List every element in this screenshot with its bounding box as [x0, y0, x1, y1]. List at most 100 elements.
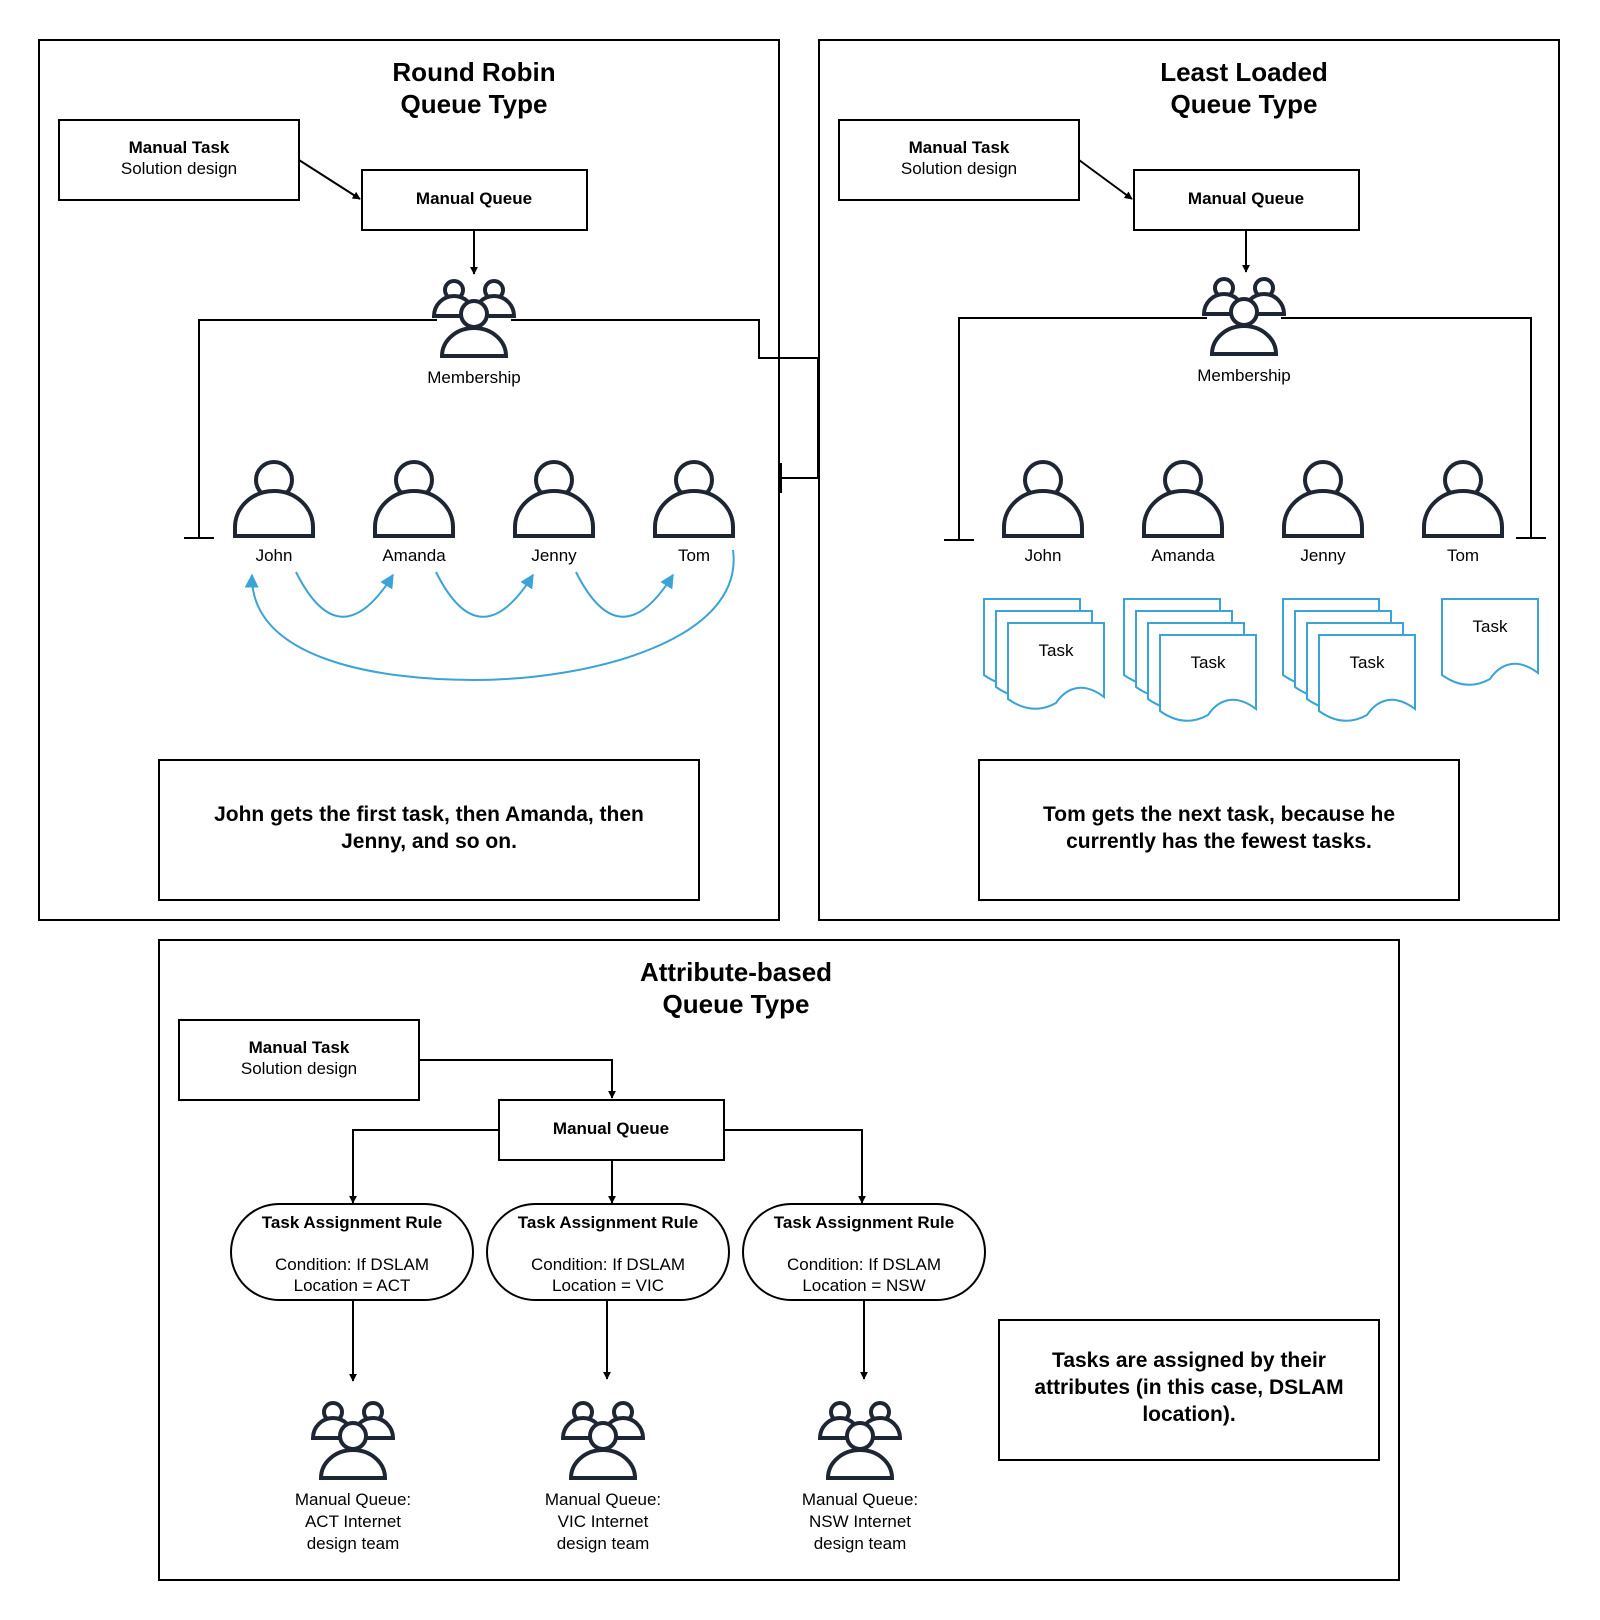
rr-member-amanda: Amanda [382, 546, 446, 565]
ll-manual-task-box [838, 119, 1080, 201]
ll-membership-group-icon [1201, 277, 1287, 356]
rr-task-to-queue-arrow [298, 159, 361, 200]
ab-act-queue-line2: ACT Internet [305, 1512, 401, 1531]
task-doc-jenny-4 [1318, 634, 1416, 722]
ab-manual-queue-label: Manual Queue [553, 1119, 669, 1138]
task-label-tom: Task [1473, 617, 1508, 636]
ab-manual-queue-box [498, 1099, 725, 1161]
task-doc-tom-1 [1441, 598, 1539, 686]
rr-membership-group-icon [431, 279, 517, 358]
ab-note-line1: Tasks are assigned by their [1052, 1349, 1326, 1372]
ab-nsw-team-icon [817, 1401, 903, 1480]
ll-membership-bracket-right [1281, 317, 1532, 538]
ab-rule-vic-title: Task Assignment Rule [518, 1213, 698, 1232]
ll-manual-queue-label: Manual Queue [1188, 189, 1304, 208]
ll-member-amanda: Amanda [1151, 546, 1215, 565]
ab-rule-vic-line2: Location = VIC [552, 1276, 664, 1295]
rr-member-tom-icon [653, 460, 735, 538]
rr-membership-bracket-right [511, 319, 819, 479]
ab-vic-team-icon [560, 1401, 646, 1480]
ll-member-jenny-icon [1282, 460, 1364, 538]
ab-rule-nsw-line2: Location = NSW [802, 1276, 925, 1295]
task-label-amanda: Task [1191, 653, 1226, 672]
ab-manual-task-box [178, 1019, 420, 1101]
rr-membership-bracket-left [198, 319, 437, 538]
rr-arrow-tom-to-john [244, 549, 735, 682]
least-loaded-frame [818, 39, 1560, 921]
rr-note-line2: Jenny, and so on. [341, 830, 517, 853]
ab-rule-act-line1: Condition: If DSLAM [275, 1255, 429, 1274]
ab-rule-nsw-line1: Condition: If DSLAM [787, 1255, 941, 1274]
ab-act-team-icon [310, 1401, 396, 1480]
rr-note-box [158, 759, 700, 901]
ab-task-to-queue-arrow [419, 1059, 616, 1099]
ll-manual-task-sub: Solution design [901, 159, 1017, 178]
ll-note-line1: Tom gets the next task, because he [1043, 803, 1395, 826]
ab-queue-to-nsw-arrow [724, 1129, 866, 1204]
ab-manual-task-sub: Solution design [241, 1059, 357, 1078]
rr-arrow-amanda-to-jenny [435, 571, 534, 618]
ab-nsw-queue-line2: NSW Internet [809, 1512, 911, 1531]
attribute-based-title-line1: Attribute-based [640, 957, 832, 987]
attribute-based-frame [158, 939, 1400, 1581]
rr-arrow-jenny-to-tom [575, 571, 674, 618]
ab-note-line2: attributes (in this case, DSLAM [1034, 1376, 1343, 1399]
rr-manual-task-box [58, 119, 300, 201]
rr-manual-task-title: Manual Task [129, 138, 230, 157]
ab-queue-to-act-arrow [349, 1129, 499, 1204]
ll-membership-label: Membership [1197, 366, 1291, 385]
ll-membership-bracket-left [958, 317, 1207, 540]
ab-nsw-queue-line3: design team [814, 1534, 907, 1553]
ab-act-queue-line1: Manual Queue: [295, 1490, 411, 1509]
attribute-based-title-line2: Queue Type [663, 989, 810, 1019]
attribute-based-panel: Attribute-based Queue Type Manual Task S… [158, 939, 1400, 1581]
ab-manual-task-title: Manual Task [249, 1038, 350, 1057]
ll-member-john: John [1025, 546, 1062, 565]
rr-member-jenny-icon [513, 460, 595, 538]
ll-member-john-icon [1002, 460, 1084, 538]
round-robin-title-line2: Queue Type [401, 89, 548, 119]
task-label-jenny: Task [1350, 653, 1385, 672]
rr-membership-label: Membership [427, 368, 521, 387]
ab-nsw-queue-line1: Manual Queue: [802, 1490, 918, 1509]
task-label-john: Task [1039, 641, 1074, 660]
rr-member-tom: Tom [678, 546, 710, 565]
ll-member-jenny: Jenny [1300, 546, 1346, 565]
ll-member-tom-icon [1422, 460, 1504, 538]
least-loaded-title-line1: Least Loaded [1160, 57, 1328, 87]
ab-vic-queue-line1: Manual Queue: [545, 1490, 661, 1509]
rr-member-amanda-icon [373, 460, 455, 538]
task-doc-amanda-4 [1159, 634, 1257, 722]
ll-member-amanda-icon [1142, 460, 1224, 538]
least-loaded-title-line2: Queue Type [1171, 89, 1318, 119]
ab-rule-nsw-title: Task Assignment Rule [774, 1213, 954, 1232]
round-robin-frame [38, 39, 780, 921]
ab-rule-act-title: Task Assignment Rule [262, 1213, 442, 1232]
ab-note-line3: location). [1142, 1403, 1235, 1426]
rr-manual-queue-box [361, 169, 588, 231]
ll-task-to-queue-arrow [1078, 159, 1133, 200]
rr-manual-queue-label: Manual Queue [416, 189, 532, 208]
ll-note-line2: currently has the fewest tasks. [1066, 830, 1372, 853]
ab-vic-queue-line2: VIC Internet [558, 1512, 649, 1531]
ll-note-box [978, 759, 1460, 901]
round-robin-panel: Round Robin Queue Type Manual Task Solut… [38, 39, 819, 921]
ll-manual-task-title: Manual Task [909, 138, 1010, 157]
ab-note-box [998, 1319, 1380, 1461]
ab-rule-vic-line1: Condition: If DSLAM [531, 1255, 685, 1274]
ll-manual-queue-box [1133, 169, 1360, 231]
task-doc-john-3 [1007, 622, 1105, 710]
ab-act-queue-line3: design team [307, 1534, 400, 1553]
ll-member-tom: Tom [1447, 546, 1479, 565]
rr-member-john-icon [233, 460, 315, 538]
rr-member-jenny: Jenny [531, 546, 577, 565]
rr-note-line1: John gets the first task, then Amanda, t… [214, 803, 644, 826]
ab-vic-queue-line3: design team [557, 1534, 650, 1553]
round-robin-title-line1: Round Robin [392, 57, 555, 87]
rr-member-john: John [256, 546, 293, 565]
rr-manual-task-sub: Solution design [121, 159, 237, 178]
rr-arrow-john-to-amanda [295, 571, 394, 618]
ab-rule-act-line2: Location = ACT [294, 1276, 411, 1295]
